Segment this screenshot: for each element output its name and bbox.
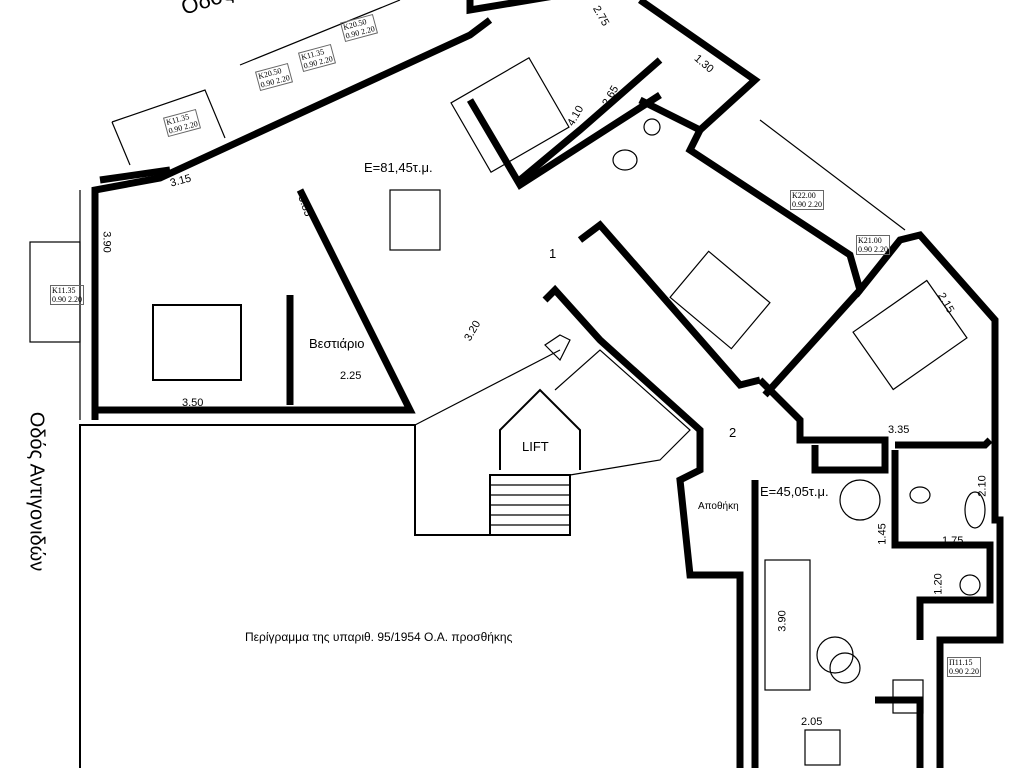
dimension-label: 3.90 [100, 231, 113, 253]
dimension-label: 2.10 [976, 475, 989, 497]
apartment-1-number: 1 [549, 246, 557, 261]
staircase [489, 334, 691, 536]
balconies [29, 0, 906, 343]
entrance-arrow-icon [544, 334, 571, 362]
dimension-label: 3.35 [888, 424, 910, 436]
dimension-label: 2.25 [340, 370, 362, 382]
storage-label: Αποθήκη [698, 501, 739, 512]
apartment-1-area: E=81,45τ.μ. [364, 160, 433, 175]
dimension-label: 1.45 [876, 523, 889, 545]
outline-note: Περίγραμμα της υπαριθ. 95/1954 Ο.Α. προσ… [245, 630, 513, 644]
dimension-label: 3.50 [182, 397, 204, 409]
apartment-2-area: E=45,05τ.μ. [760, 484, 829, 499]
addition-outline [79, 190, 561, 768]
furniture [152, 57, 986, 766]
dimension-label: 2.05 [801, 716, 823, 728]
wardrobe-label: Βεστιάριο [309, 336, 365, 351]
lift-label: LIFT [522, 439, 549, 454]
walls [91, 0, 1004, 768]
street-name-left: Οδός Αντιγονιδών [25, 411, 48, 572]
apartment-2-number: 2 [729, 425, 737, 440]
dimension-label: 1.20 [932, 573, 945, 595]
dimension-label: 3.90 [776, 610, 789, 632]
dimension-label: 1.75 [942, 535, 964, 547]
